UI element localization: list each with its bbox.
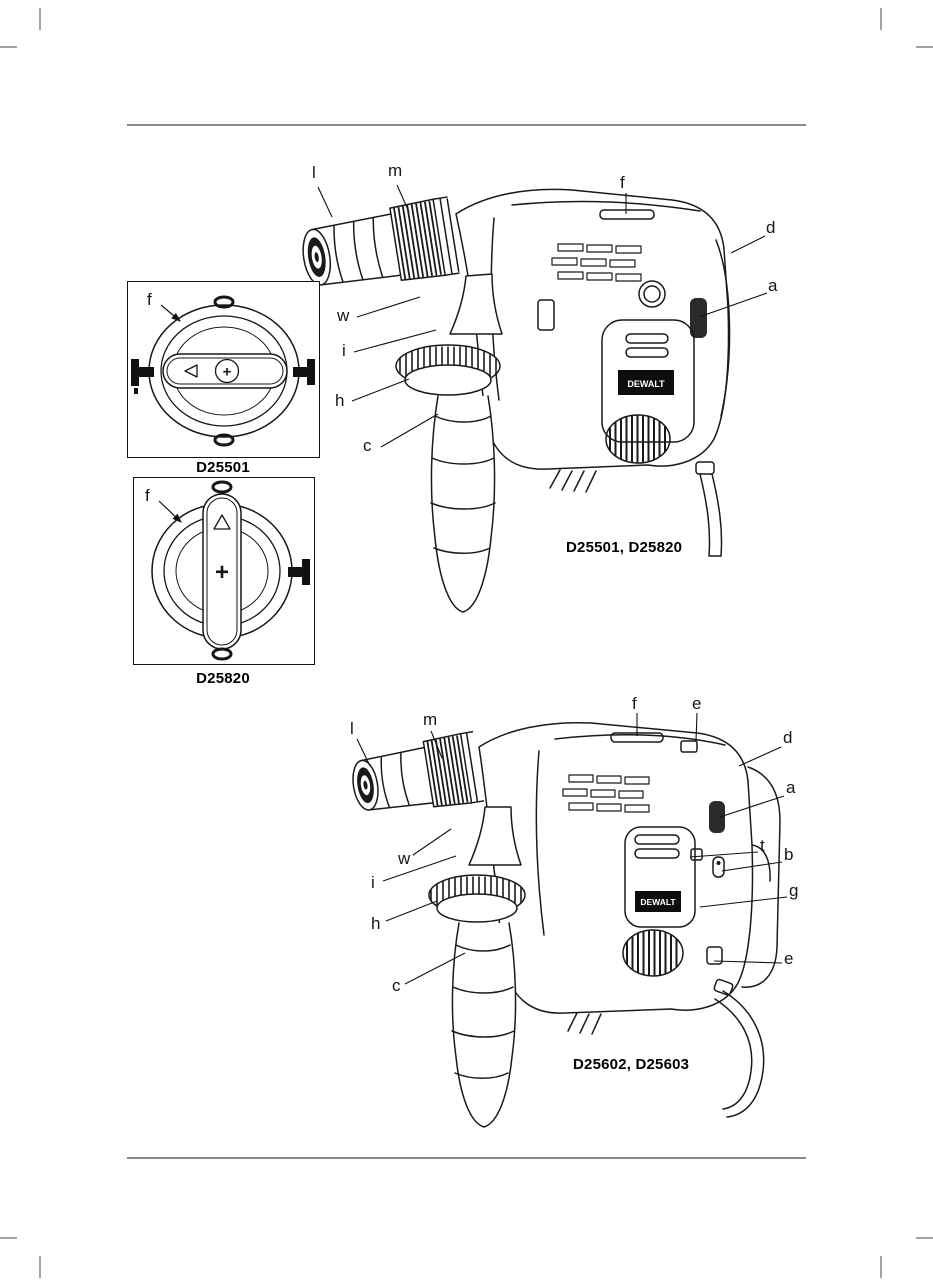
callout-drill2-c: c (392, 976, 401, 995)
figure-caption-d25501: D25501 (196, 459, 250, 476)
plus-symbol: + (223, 364, 232, 381)
callout-drill2-d: d (783, 728, 793, 747)
wrench-icon-right (293, 359, 315, 385)
vent-slots-icon (562, 774, 650, 813)
dewalt-logo-text: DEWALT (627, 379, 665, 389)
callout-drill2-w: w (398, 849, 411, 868)
dewalt-logo-text: DEWALT (640, 897, 676, 907)
plus-symbol: + (215, 559, 229, 586)
figure-caption-drill-bottom: D25602, D25603 (573, 1056, 690, 1073)
callout-drill1-a: a (768, 276, 778, 295)
mode-dial-figure-d25820: + (133, 477, 315, 665)
top-cover (599, 209, 655, 220)
triangle-pointer-icon (184, 364, 198, 378)
triangle-pointer-icon (213, 514, 231, 530)
callout-drill1-l: l (312, 163, 316, 182)
mode-dial-figure-d25501: + (127, 281, 320, 458)
callout-drill2-e-top: e (692, 694, 702, 713)
callout-drill1-w: w (337, 306, 350, 325)
callout-drill2-b: b (784, 845, 794, 864)
led-indicator-top (680, 740, 698, 753)
wrench-icon-left (131, 359, 154, 394)
callout-drill2-i: i (371, 873, 375, 892)
dewalt-logo-box (635, 891, 681, 912)
led-indicator-side (706, 946, 723, 965)
callout-drill2-a: a (786, 778, 796, 797)
callout-drill1-m: m (388, 161, 403, 180)
figure-caption-d25820: D25820 (196, 670, 250, 687)
chuck-icon (302, 196, 460, 286)
drill-bottom-illustration: DEWALT (352, 721, 781, 1128)
screw-oval-top-icon (213, 295, 235, 309)
mode-dial-drawing-d25820: + (151, 480, 310, 661)
vent-slots-icon (551, 243, 642, 282)
chuck-icon (352, 731, 485, 811)
callout-drill1-d: d (766, 218, 776, 237)
callout-drill2-t: t (760, 836, 765, 855)
callout-dial1-f: f (147, 290, 152, 309)
screw-oval-bottom-icon (211, 647, 233, 661)
figure-caption-drill-top: D25501, D25820 (566, 539, 683, 556)
callout-drill1-h: h (335, 391, 345, 410)
callout-drill1-f: f (620, 173, 625, 192)
screw-oval-top-icon (211, 480, 233, 494)
mode-dial-drawing-d25501: + (131, 295, 315, 447)
switch-lever (709, 801, 725, 833)
callout-drill2-m: m (423, 710, 438, 729)
callout-drill1-c: c (363, 436, 372, 455)
dewalt-logo-box (618, 370, 674, 395)
callout-drill2-e-side: e (784, 949, 794, 968)
callout-drill2-f: f (632, 694, 637, 713)
callout-drill2-l: l (350, 719, 354, 738)
rotary-hammer-bottom: DEWALT (352, 721, 781, 1128)
wrench-icon-right (288, 559, 310, 585)
drill-top-illustration: DEWALT (302, 188, 731, 613)
callout-drill2-g: g (789, 881, 799, 900)
callout-drill1-i: i (342, 341, 346, 360)
screw-oval-bottom-icon (213, 433, 235, 447)
rotary-hammer-top: DEWALT (302, 188, 731, 613)
callout-dial2-f: f (145, 486, 150, 505)
callout-drill2-h: h (371, 914, 381, 933)
